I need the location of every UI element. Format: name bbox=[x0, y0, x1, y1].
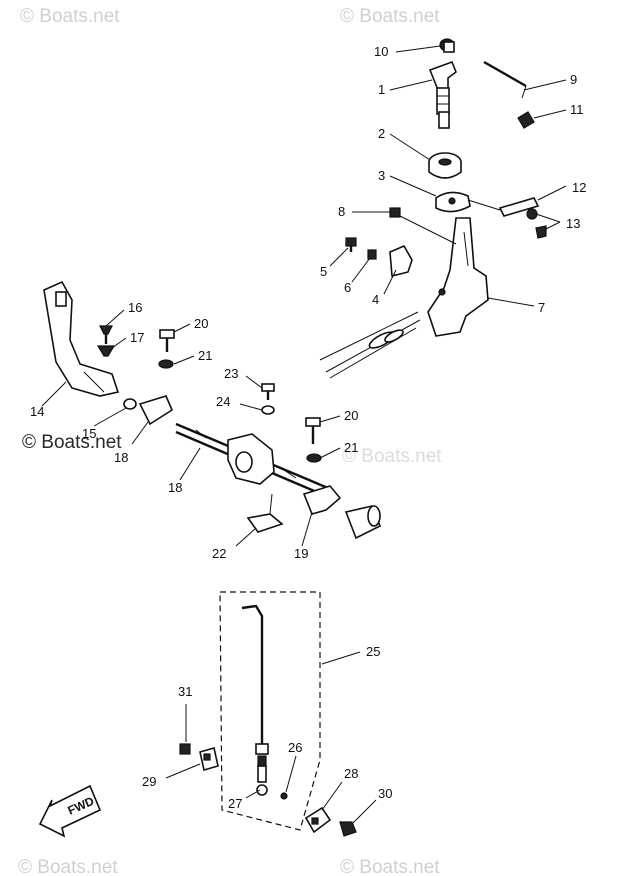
part-15-ring bbox=[123, 398, 137, 410]
callout-9: 9 bbox=[570, 72, 577, 87]
callout-30: 30 bbox=[378, 786, 392, 801]
part-19-yoke bbox=[302, 485, 342, 515]
leader-lines-lower bbox=[165, 651, 377, 825]
callout-14: 14 bbox=[30, 404, 44, 419]
callout-28: 28 bbox=[344, 766, 358, 781]
callout-2: 2 bbox=[378, 126, 385, 141]
part-4-bracket bbox=[389, 244, 413, 278]
part-13-pins bbox=[526, 208, 547, 239]
callout-15: 15 bbox=[82, 426, 96, 441]
callout-11: 11 bbox=[570, 102, 584, 117]
part-14-lever-arm bbox=[43, 280, 120, 397]
part-12-link bbox=[498, 197, 540, 217]
part-17-washer bbox=[96, 345, 116, 357]
callout-29: 29 bbox=[142, 774, 156, 789]
callout-12: 12 bbox=[572, 180, 586, 195]
callout-31: 31 bbox=[178, 684, 192, 699]
callout-20-upper: 20 bbox=[194, 316, 208, 331]
callout-4: 4 bbox=[372, 292, 379, 307]
callout-23: 23 bbox=[224, 366, 238, 381]
part-30-screw bbox=[339, 821, 357, 837]
part-6-washer bbox=[367, 249, 377, 260]
callout-3: 3 bbox=[378, 168, 385, 183]
part-21-washer-upper bbox=[158, 359, 174, 369]
watermark-bottom-left: © Boats.net bbox=[18, 857, 118, 876]
watermark-top-right: © Boats.net bbox=[340, 6, 440, 27]
watermark-top-left: © Boats.net bbox=[20, 6, 120, 27]
shift-cable bbox=[319, 311, 421, 379]
callout-17: 17 bbox=[130, 330, 144, 345]
callout-7: 7 bbox=[538, 300, 545, 315]
watermark-bottom-right: © Boats.net bbox=[340, 857, 440, 876]
callout-21-lower: 21 bbox=[344, 440, 358, 455]
callout-22: 22 bbox=[212, 546, 226, 561]
leader-lines-middle bbox=[41, 309, 341, 547]
callout-27: 27 bbox=[228, 796, 242, 811]
callout-26: 26 bbox=[288, 740, 302, 755]
callout-labels: 10 1 9 11 2 3 12 8 13 5 6 4 7 16 17 20 2… bbox=[30, 44, 586, 811]
part-23-bolt bbox=[261, 383, 275, 400]
part-20-bolt-lower bbox=[305, 417, 321, 444]
part-20-bolt-upper bbox=[159, 329, 175, 352]
part-3-plate bbox=[435, 191, 471, 213]
shaft-end-cap bbox=[344, 505, 382, 540]
part-22-bracket bbox=[246, 493, 284, 533]
watermark-middle-left: © Boats.net bbox=[22, 432, 122, 453]
callout-20-lower: 20 bbox=[344, 408, 358, 423]
part-10-nut bbox=[439, 38, 455, 53]
callout-24: 24 bbox=[216, 394, 230, 409]
part-26-pin bbox=[280, 792, 288, 800]
part-7-shift-lever bbox=[427, 217, 489, 337]
part-21-washer-lower bbox=[306, 453, 322, 463]
part-11-clip bbox=[517, 111, 535, 129]
watermark-middle-right: © Boats.net bbox=[342, 446, 442, 467]
part-27-joint bbox=[256, 784, 268, 796]
part-28-bracket bbox=[304, 806, 332, 834]
part-31-nut bbox=[179, 743, 191, 755]
callout-16: 16 bbox=[128, 300, 142, 315]
part-2-collar bbox=[428, 152, 462, 179]
part-18-shift-shaft bbox=[138, 395, 329, 498]
leader-lines-upper bbox=[329, 45, 567, 307]
part-25-shift-rod bbox=[241, 604, 269, 783]
forward-direction-arrow: FWD bbox=[38, 784, 102, 838]
callout-10: 10 bbox=[374, 44, 388, 59]
callout-6: 6 bbox=[344, 280, 351, 295]
callout-18: 18 bbox=[168, 480, 182, 495]
callout-5: 5 bbox=[320, 264, 327, 279]
callout-1: 1 bbox=[378, 82, 385, 97]
part-29-clip bbox=[199, 746, 219, 772]
part-1-shift-pin bbox=[428, 60, 457, 129]
part-9-shift-rod bbox=[483, 60, 527, 99]
part-24-washer bbox=[261, 405, 275, 415]
part-25-assembly-boundary bbox=[219, 591, 321, 831]
callout-25: 25 bbox=[366, 644, 380, 659]
part-8-bolt bbox=[389, 207, 401, 218]
callout-8: 8 bbox=[338, 204, 345, 219]
part-5-screw bbox=[345, 237, 357, 252]
callout-13: 13 bbox=[566, 216, 580, 231]
callout-18-mid: 18 bbox=[114, 450, 128, 465]
part-16-screw bbox=[99, 325, 113, 344]
callout-21-upper: 21 bbox=[198, 348, 212, 363]
callout-19: 19 bbox=[294, 546, 308, 561]
